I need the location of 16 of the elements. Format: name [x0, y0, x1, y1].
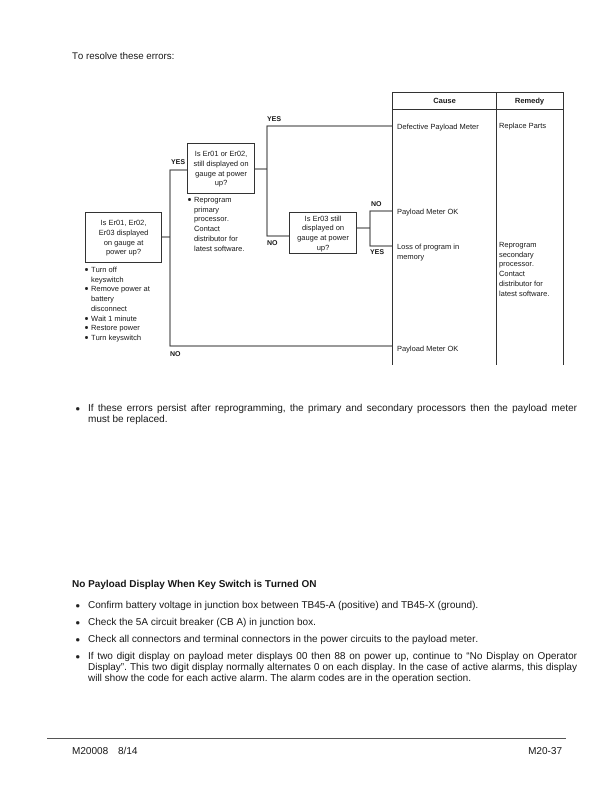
decision-box [187, 143, 255, 194]
bullet-text: Check all connectors and terminal connectors in the power circuits to the payload meter. [88, 634, 480, 645]
connector-line [254, 168, 290, 236]
decision-box [85, 212, 162, 263]
intro-text: To resolve these errors: [72, 51, 174, 62]
footer-text: M20008 [72, 746, 108, 757]
footer-text: M20-37 [528, 746, 562, 757]
bullet-text: Check the 5A circuit breaker (CB A) in junction box. [88, 616, 317, 628]
section-heading: No Payload Display When Key Switch is Turned ON [72, 579, 316, 590]
bullet-text: If two digit display on payload meter displays 00 then 88 on power up, continue to “No Display on Operator Display”. This two digit display normally alternates 0 on each display. In the case of active alarms, this display will show the code for each active alarm. The alarm codes are in the operation section. [88, 650, 577, 684]
bullet-text: Confirm battery voltage in junction box between TB45-A (positive) and TB45-X (ground). [88, 600, 480, 611]
connector-line [356, 228, 394, 246]
cause-remedy-table [392, 92, 564, 365]
footer-text: 8/14 [118, 746, 138, 757]
bullet-text: If these errors persist after reprogramming, the primary and secondary processors then the payload meter must be replaced. [88, 403, 577, 426]
decision-box [289, 212, 357, 254]
